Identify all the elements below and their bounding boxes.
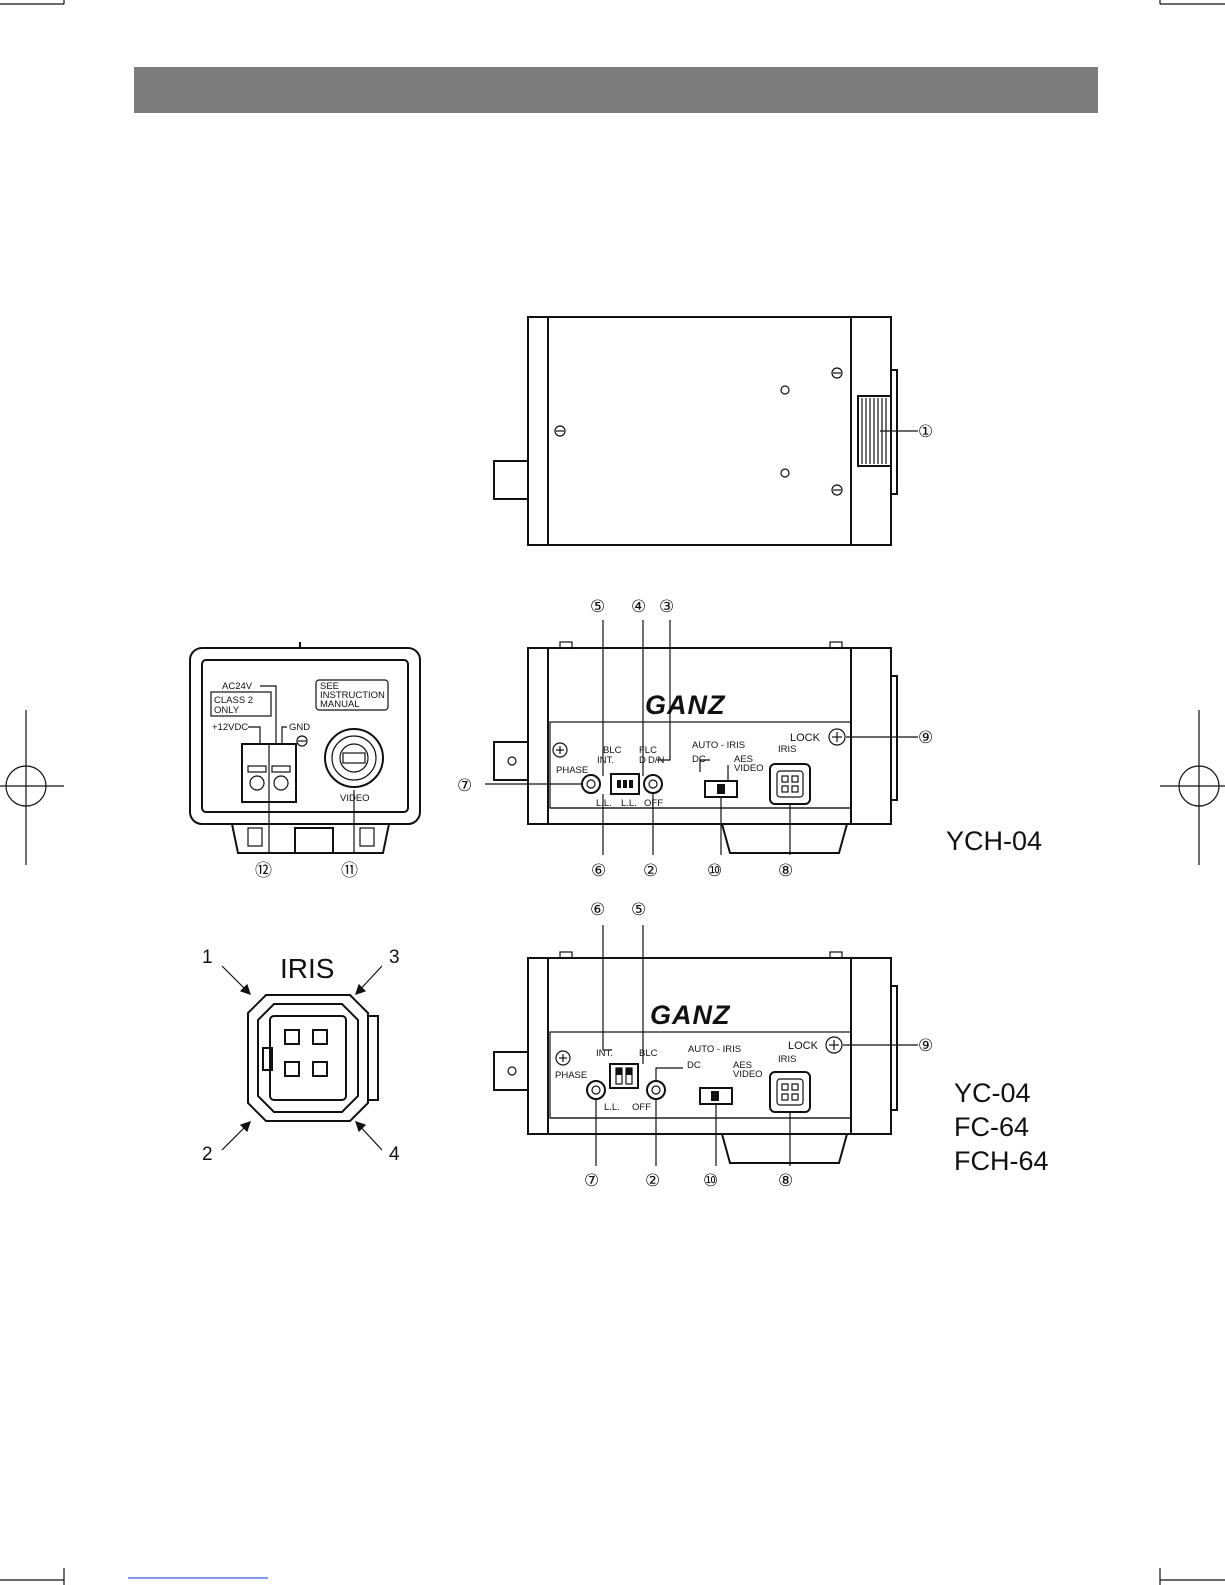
pin-4	[313, 1062, 327, 1076]
callout-11: ⑪	[341, 861, 358, 880]
camera-side-view-ych: GANZ BLC INT. FLC	[485, 620, 918, 855]
iris-label-2: IRIS	[778, 1054, 796, 1065]
pin-2	[285, 1062, 299, 1076]
phase-knob-2	[587, 1081, 605, 1099]
callout-2: ②	[643, 861, 658, 880]
blc-label-2: BLC	[639, 1048, 658, 1059]
auto-iris-label-2: AUTO - IRIS	[688, 1044, 741, 1055]
callout-1: ①	[918, 422, 933, 441]
dc-label-2: DC	[687, 1060, 701, 1071]
callout-8-b: ⑧	[778, 1171, 793, 1190]
video-label: VIDEO	[734, 763, 764, 774]
callout-4: ④	[631, 597, 646, 616]
header-band	[134, 67, 1098, 113]
pin-4-label: 4	[389, 1144, 400, 1165]
callouts: ① ⑤ ④ ③ ⑨ ⑦ ⑥ ② ⑩ ⑧ ⑫ ⑪ ⑥ ⑤ ⑨ ⑦ ② ⑩ ⑧	[255, 422, 933, 1190]
callout-5: ⑤	[590, 597, 605, 616]
dn-knob-2	[647, 1081, 665, 1099]
lock-screw-icon-2	[826, 1037, 842, 1053]
phase-screw-icon-2	[556, 1051, 570, 1065]
callout-7-b: ⑦	[584, 1171, 599, 1190]
bnc-video-connector	[325, 729, 383, 787]
ganz-logo-2: GANZ	[650, 1000, 731, 1030]
pin-1	[285, 1030, 299, 1044]
callout-7: ⑦	[457, 776, 472, 795]
dc12v-label: +12VDC	[212, 722, 248, 733]
screw-icon	[555, 368, 842, 495]
callout-3: ③	[659, 597, 674, 616]
camera-top-view	[494, 317, 918, 545]
iris-connector-title: IRIS	[280, 953, 334, 984]
callout-8: ⑧	[778, 861, 793, 880]
video-label-2: VIDEO	[733, 1069, 763, 1080]
phase-label: PHASE	[556, 765, 588, 776]
manual-label: MANUAL	[320, 699, 360, 710]
callout-6-b: ⑥	[590, 900, 605, 919]
ll-label: L.L.	[596, 798, 612, 809]
model-yc-04: YC-04	[954, 1078, 1031, 1108]
ll-label-2: L.L.	[621, 798, 637, 809]
iris-connector-small	[770, 764, 810, 804]
iris-label: IRIS	[778, 744, 796, 755]
iris-mode-switch	[705, 781, 737, 797]
lock-label-2: LOCK	[788, 1040, 819, 1052]
lock-label: LOCK	[790, 732, 821, 744]
callout-5-b: ⑤	[631, 900, 646, 919]
phase-screw-icon	[553, 743, 567, 757]
pin-2-label: 2	[202, 1144, 213, 1165]
gnd-label: GND	[289, 722, 310, 733]
phase-label-2: PHASE	[555, 1070, 587, 1081]
ground-screw-icon	[297, 736, 307, 746]
ll-label-3: L.L.	[604, 1102, 620, 1113]
ac24v-label: AC24V	[222, 681, 253, 692]
callout-10-b: ⑩	[703, 1171, 718, 1190]
iris-connector-pinout: IRIS 1 3 2 4	[202, 947, 400, 1165]
dn-knob	[644, 775, 662, 793]
camera-side-view-yc: GANZ INT. BLC PHASE L.L	[494, 925, 918, 1166]
model-fch-64: FCH-64	[954, 1146, 1049, 1176]
callout-6: ⑥	[591, 861, 606, 880]
model-ych-04: YCH-04	[946, 826, 1042, 856]
phase-knob	[582, 775, 600, 793]
pin-3	[313, 1030, 327, 1044]
video-label: VIDEO	[340, 793, 370, 804]
lock-screw-icon	[829, 729, 845, 745]
dip-switch	[611, 774, 639, 794]
class2-only-label: ONLY	[214, 705, 240, 716]
dip-switch-2	[610, 1064, 638, 1088]
callout-2-b: ②	[645, 1171, 660, 1190]
int-label: INT.	[597, 755, 614, 766]
off-label-2: OFF	[632, 1102, 651, 1113]
iris-connector-small-2	[770, 1072, 810, 1112]
pin-1-label: 1	[202, 947, 213, 968]
camera-rear-view: AC24V CLASS 2 ONLY +12VDC GND SEE INSTRU…	[190, 642, 420, 854]
iris-mode-switch-2	[700, 1088, 732, 1104]
callout-9: ⑨	[918, 728, 933, 747]
ganz-logo: GANZ	[645, 690, 726, 720]
model-fc-64: FC-64	[954, 1112, 1029, 1142]
callout-9-b: ⑨	[918, 1036, 933, 1055]
callout-10: ⑩	[707, 861, 722, 880]
pin-3-label: 3	[389, 947, 400, 968]
auto-iris-label: AUTO - IRIS	[692, 740, 745, 751]
callout-12: ⑫	[255, 861, 272, 880]
